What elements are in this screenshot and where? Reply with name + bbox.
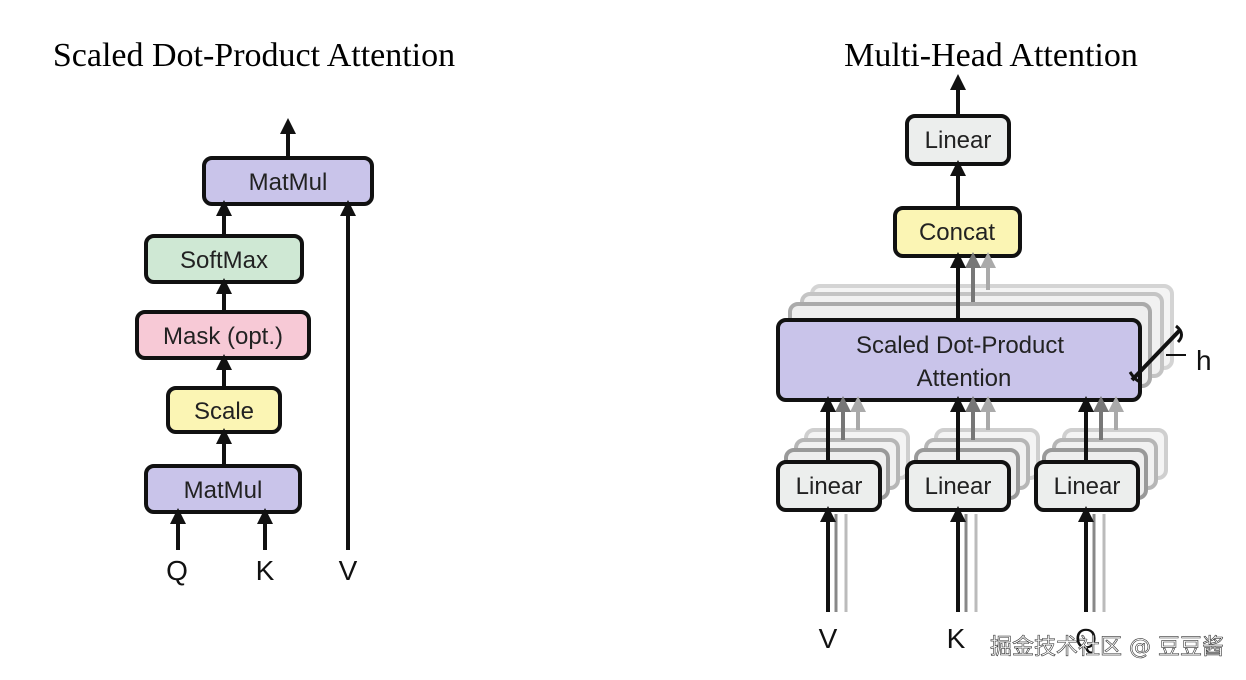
- matmul-top-label: MatMul: [249, 169, 328, 196]
- heads-brace: [1130, 328, 1182, 382]
- input-q-label-mh: Q: [1075, 623, 1097, 654]
- linear-v-group: Linear V: [776, 396, 910, 654]
- attention-label-line1: Scaled Dot-Product: [856, 332, 1064, 359]
- heads-brace-bottom: [1128, 371, 1141, 384]
- scaled-dot-product-diagram: Scaled Dot-Product Attention MatMul Soft…: [53, 37, 455, 586]
- mask-label: Mask (opt.): [163, 323, 283, 350]
- linear-q-label: Linear: [1054, 473, 1121, 500]
- linear-k-label: Linear: [925, 473, 992, 500]
- input-k-label-mh: K: [947, 623, 966, 654]
- linear-v-label: Linear: [796, 473, 863, 500]
- input-k-label: K: [256, 555, 275, 586]
- attention-label-line2: Attention: [917, 365, 1012, 392]
- input-v-label: V: [339, 555, 358, 586]
- concat-label: Concat: [919, 219, 995, 246]
- matmul-bottom-label: MatMul: [184, 477, 263, 504]
- left-title: Scaled Dot-Product Attention: [53, 37, 455, 74]
- input-v-label-mh: V: [819, 623, 838, 654]
- right-title: Multi-Head Attention: [844, 37, 1138, 74]
- linear-q-group: Linear Q: [1034, 396, 1168, 654]
- input-q-label: Q: [166, 555, 188, 586]
- scale-label: Scale: [194, 398, 254, 425]
- watermark-text: 掘金技术社区 @ 豆豆酱: [990, 635, 1224, 660]
- softmax-label: SoftMax: [180, 247, 268, 274]
- multi-head-diagram: Multi-Head Attention Linear Concat Scale…: [776, 37, 1212, 654]
- linear-top-label: Linear: [925, 127, 992, 154]
- linear-k-group: Linear K: [905, 396, 1040, 654]
- heads-brace-top: [1175, 324, 1183, 344]
- heads-label: h: [1196, 345, 1212, 376]
